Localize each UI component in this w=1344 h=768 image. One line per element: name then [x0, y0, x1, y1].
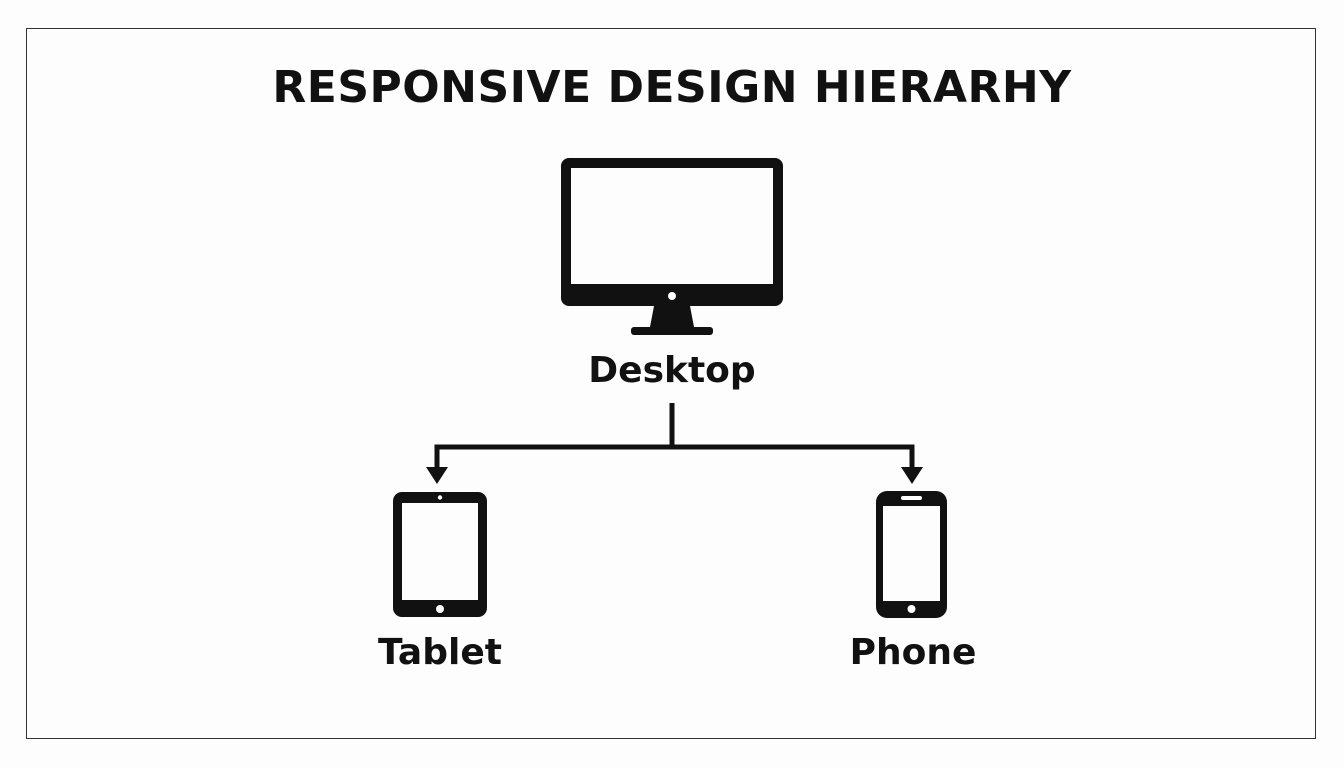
smartphone-icon — [876, 491, 947, 618]
arrowhead-tablet — [426, 467, 448, 484]
node-label-phone: Phone — [849, 632, 977, 673]
tablet-icon — [393, 492, 487, 617]
node-label-desktop: Desktop — [588, 350, 756, 391]
desktop-monitor-icon — [561, 158, 783, 335]
arrowhead-phone — [901, 467, 923, 484]
hierarchy-connectors — [426, 403, 923, 484]
diagram-frame — [26, 28, 1316, 739]
node-label-tablet: Tablet — [378, 632, 502, 673]
diagram-title: RESPONSIVE DESIGN HIERARHY — [272, 62, 1072, 113]
